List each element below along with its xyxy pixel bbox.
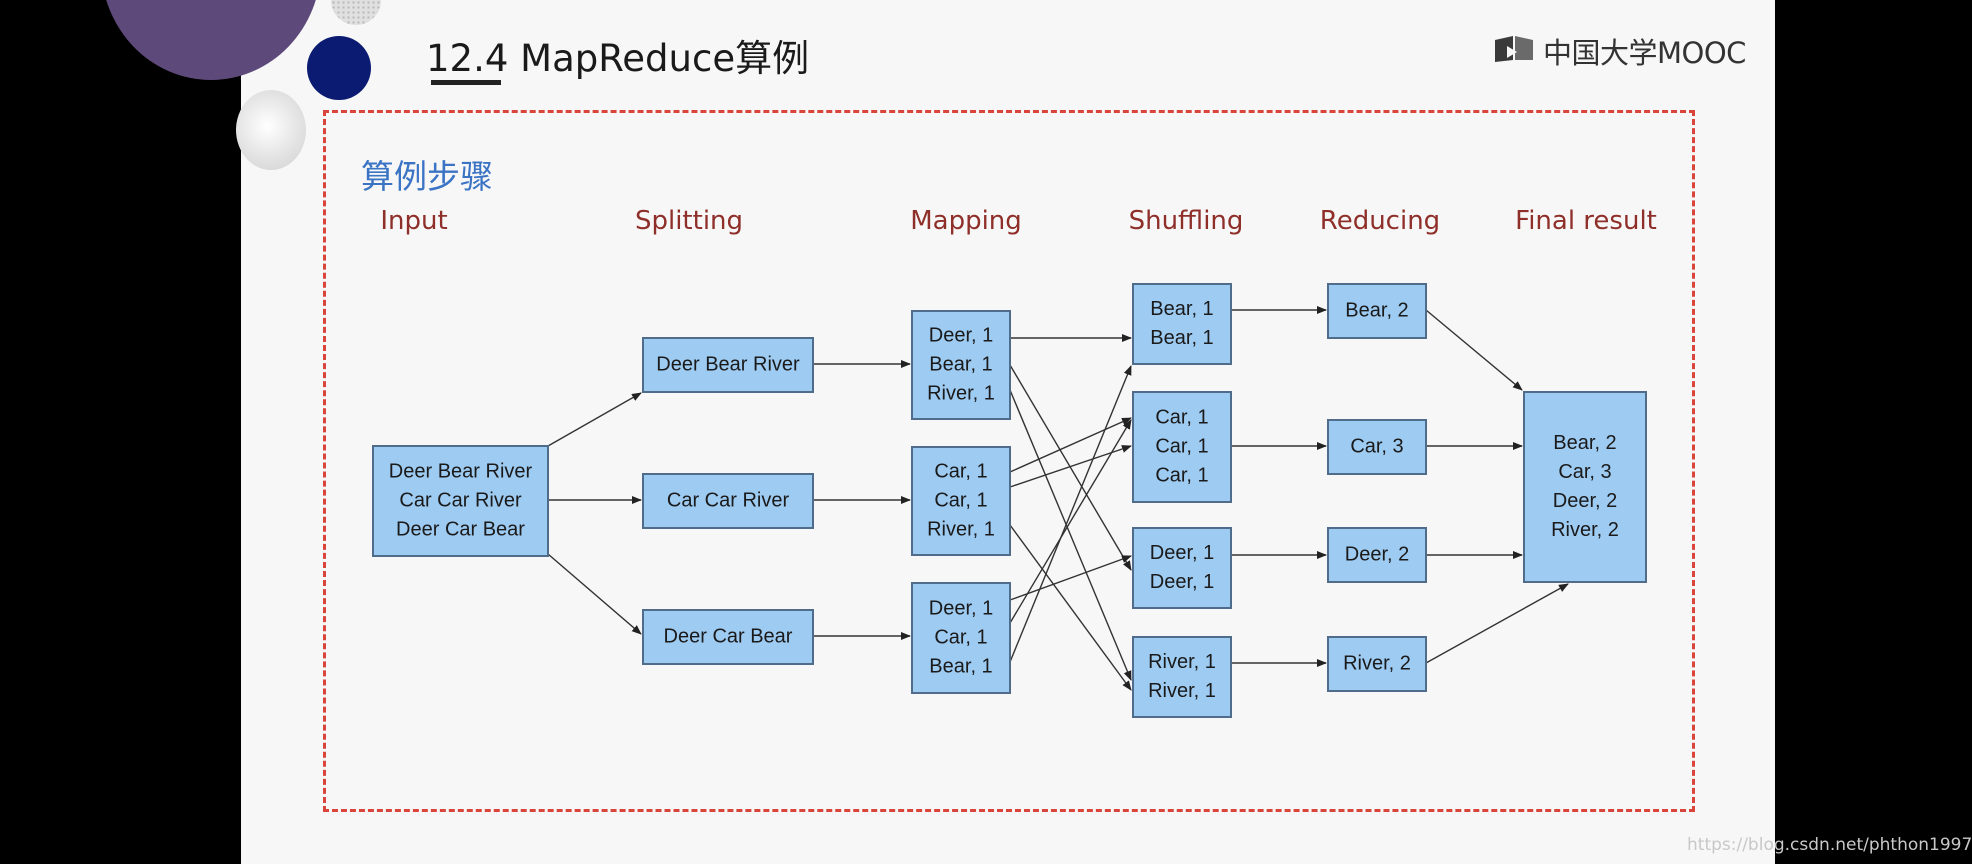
node-split1: Deer Bear River xyxy=(642,337,814,393)
node-text: River, 2 xyxy=(1343,652,1411,674)
node-text: Deer, 1 xyxy=(929,597,993,619)
flow-arrow xyxy=(547,553,642,635)
section-label: 算例步骤 xyxy=(361,157,493,196)
mooc-logo: 中国大学MOOC xyxy=(1493,30,1746,72)
node-text: Deer Car Bear xyxy=(664,625,793,647)
node-text: Deer, 2 xyxy=(1553,490,1617,512)
node-text: Deer Car Bear xyxy=(396,518,525,540)
flow-arrow xyxy=(1425,583,1569,664)
node-shuf-river: River, 1 River, 1 xyxy=(1132,636,1232,718)
flow-arrow xyxy=(1009,445,1132,488)
node-red-river: River, 2 xyxy=(1327,636,1427,692)
watermark: https://blog.csdn.net/phthon1997 xyxy=(1687,835,1972,855)
decorative-circle xyxy=(307,36,371,100)
node-box xyxy=(1327,419,1427,475)
node-shuf-bear: Bear, 1 Bear, 1 xyxy=(1132,283,1232,365)
node-box xyxy=(1132,283,1232,365)
node-text: Car, 1 xyxy=(1155,406,1208,428)
node-red-deer: Deer, 2 xyxy=(1327,527,1427,583)
node-text: Car Car River xyxy=(667,489,790,511)
node-text: Deer Bear River xyxy=(389,460,533,482)
edges xyxy=(547,306,1569,691)
stage-label-final-result: Final result xyxy=(1515,206,1657,236)
flow-arrow xyxy=(1009,417,1132,473)
node-text: Car, 3 xyxy=(1558,461,1611,483)
title-underline xyxy=(431,80,501,85)
flow-arrow xyxy=(1009,555,1132,601)
node-box xyxy=(1132,636,1232,718)
node-box xyxy=(642,473,814,529)
diagram-frame xyxy=(323,110,1695,812)
node-box xyxy=(911,310,1011,420)
node-text: Bear, 2 xyxy=(1345,299,1408,321)
flow-arrow xyxy=(1009,419,1132,624)
node-text: Car Car River xyxy=(399,489,522,511)
node-text: Car, 1 xyxy=(934,460,987,482)
node-box xyxy=(1327,527,1427,583)
node-text: River, 1 xyxy=(927,382,995,404)
node-text: Deer, 1 xyxy=(1150,542,1214,564)
node-text: Bear, 1 xyxy=(1150,327,1213,349)
flow-arrow xyxy=(547,392,642,447)
node-text: Car, 1 xyxy=(1155,464,1208,486)
flow-arrow xyxy=(1009,364,1132,571)
flow-arrow xyxy=(1009,389,1132,681)
node-text: Deer Bear River xyxy=(656,353,800,375)
slide-title: 12.4 MapReduce算例 xyxy=(426,37,810,80)
node-box xyxy=(1523,391,1647,583)
node-text: Bear, 1 xyxy=(1150,298,1213,320)
stage-label-splitting: Splitting xyxy=(634,206,744,236)
node-box xyxy=(1327,283,1427,339)
node-text: Bear, 1 xyxy=(929,353,992,375)
node-text: River, 1 xyxy=(1148,651,1216,673)
node-map3: Deer, 1 Car, 1 Bear, 1 xyxy=(911,582,1011,694)
node-text: Deer, 1 xyxy=(929,324,993,346)
node-split2: Car Car River xyxy=(642,473,814,529)
node-map2: Car, 1 Car, 1 River, 1 xyxy=(911,446,1011,556)
node-text: Deer, 2 xyxy=(1345,543,1409,565)
node-red-car: Car, 3 xyxy=(1327,419,1427,475)
node-shuf-deer: Deer, 1 Deer, 1 xyxy=(1132,527,1232,609)
node-box xyxy=(911,582,1011,694)
mooc-book-icon xyxy=(1493,34,1537,68)
node-box xyxy=(1132,527,1232,609)
node-text: Car, 1 xyxy=(1155,435,1208,457)
node-text: Bear, 1 xyxy=(929,655,992,677)
node-text: Car, 1 xyxy=(934,626,987,648)
node-box xyxy=(1327,636,1427,692)
node-red-bear: Bear, 2 xyxy=(1327,283,1427,339)
node-box xyxy=(1132,391,1232,503)
flow-arrow xyxy=(1009,524,1132,691)
node-text: Car, 1 xyxy=(934,489,987,511)
decorative-circle xyxy=(236,90,306,170)
node-text: Deer, 1 xyxy=(1150,571,1214,593)
node-final: Bear, 2 Car, 3 Deer, 2 River, 2 xyxy=(1523,391,1647,583)
node-box xyxy=(372,445,549,557)
node-map1: Deer, 1 Bear, 1 River, 1 xyxy=(911,310,1011,420)
flow-arrow xyxy=(1009,365,1132,663)
node-text: Car, 3 xyxy=(1350,435,1403,457)
node-split3: Deer Car Bear xyxy=(642,609,814,665)
node-shuf-car: Car, 1 Car, 1 Car, 1 xyxy=(1132,391,1232,503)
node-box xyxy=(642,337,814,393)
stage-label-input: Input xyxy=(380,206,448,236)
node-box xyxy=(911,446,1011,556)
stage-label-mapping: Mapping xyxy=(910,206,1022,236)
node-box xyxy=(642,609,814,665)
logo-text: 中国大学MOOC xyxy=(1543,36,1746,70)
node-text: Bear, 2 xyxy=(1553,432,1616,454)
stage-label-reducing: Reducing xyxy=(1319,206,1441,236)
node-text: River, 1 xyxy=(927,518,995,540)
node-text: River, 1 xyxy=(1148,680,1216,702)
stage-label-shuffling: Shuffling xyxy=(1128,206,1244,236)
slide: 12.4 MapReduce算例 中国大学MOOC 算例步骤 Input Spl… xyxy=(101,0,1972,864)
node-text: River, 2 xyxy=(1551,519,1619,541)
flow-arrow xyxy=(1425,309,1523,391)
